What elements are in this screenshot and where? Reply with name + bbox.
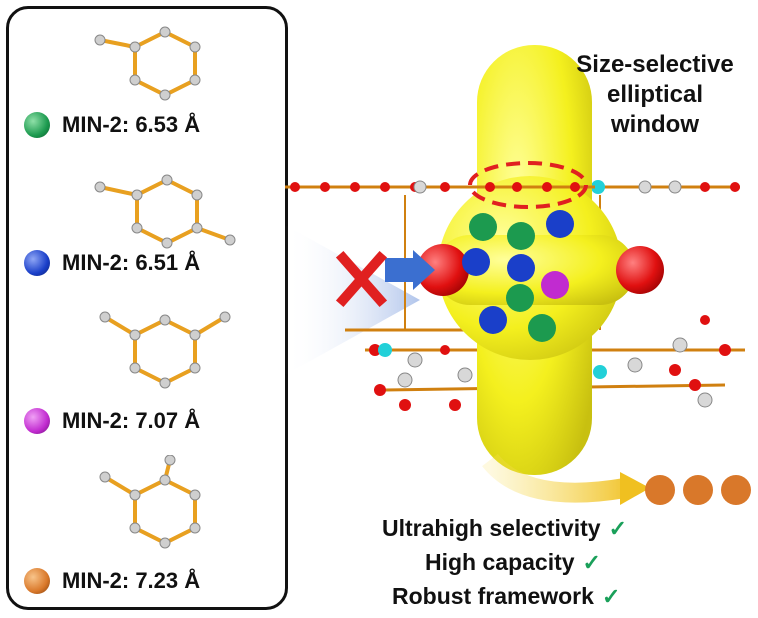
entry-arrow-icon <box>385 250 435 290</box>
orange-product-spheres <box>645 475 751 505</box>
feature-item: High capacity✓ <box>425 549 601 575</box>
molecule-label-1: MIN-2: 6.53 Å <box>24 112 200 138</box>
feed-funnel <box>285 225 420 375</box>
molecule-label-4: MIN-2: 7.23 Å <box>24 568 200 594</box>
check-icon: ✓ <box>601 583 621 609</box>
ortho-xylene-molecule-icon <box>99 455 201 549</box>
reject-x-icon <box>335 250 388 308</box>
check-icon: ✓ <box>608 515 628 541</box>
framework-scene <box>285 45 751 505</box>
meta-xylene-molecule-icon <box>99 311 231 389</box>
para-xylene-molecule-icon <box>94 174 236 249</box>
elliptical-window <box>468 161 588 209</box>
molecule-label-3: MIN-2: 7.07 Å <box>24 408 200 434</box>
window-title: Size-selective elliptical window <box>576 51 734 138</box>
molecule-panel <box>6 6 288 610</box>
right-oxygen-cap <box>616 246 664 294</box>
magenta-sphere-icon <box>24 408 50 434</box>
feature-item: Ultrahigh selectivity✓ <box>382 515 628 541</box>
orange-sphere-icon <box>24 568 50 594</box>
molecule-label-2: MIN-2: 6.51 Å <box>24 250 200 276</box>
blue-sphere-icon <box>24 250 50 276</box>
feature-item: Robust framework✓ <box>392 583 621 609</box>
guest-spheres <box>462 210 574 342</box>
outlet-arrow-icon <box>482 453 627 503</box>
left-oxygen-cap <box>417 244 469 296</box>
toluene-molecule-icon <box>94 26 201 101</box>
check-icon: ✓ <box>582 549 601 575</box>
green-sphere-icon <box>24 112 50 138</box>
